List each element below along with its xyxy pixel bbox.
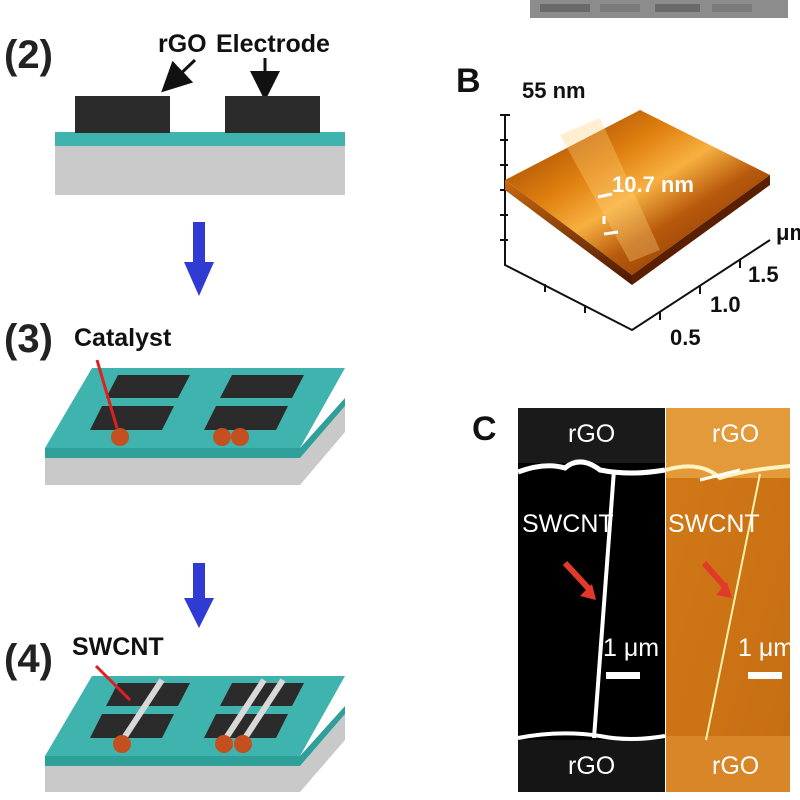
afm-scale-label: 1 μm [738,634,794,662]
swcnt-label: SWCNT [72,633,164,661]
afm-rgo-top-label: rGO [712,420,759,448]
catalyst-particle [234,735,252,753]
strip-segment [655,4,700,12]
afm-3d-plot [500,110,771,332]
scale-bar [748,672,782,679]
step-3-device [45,368,345,485]
afm-surface-side [505,180,632,285]
scale-bar [606,672,640,679]
sem-image [517,408,666,792]
oxide-side [45,398,345,458]
afm-image [665,408,791,792]
sem-rgo-top-label: rGO [568,420,615,448]
panel-c-label: C [472,410,497,448]
strip-segment [600,4,640,12]
substrate-side [45,406,345,485]
step-2-label: (2) [4,33,53,77]
rgo-bottom-region [666,736,790,792]
rgo-bottom-edge [517,731,666,741]
electrode-pad [220,375,304,398]
substrate [55,145,345,195]
electrode-pad [220,683,304,706]
strip-segment [712,4,752,12]
rgo-fold [699,468,741,482]
process-arrow-1 [184,222,214,296]
rgo-top-region [518,408,665,463]
step-2-cross-section [55,96,345,195]
rgo-top-edge [665,464,791,481]
swcnt-tube [121,678,165,740]
step-marker [603,230,619,236]
catalyst-label: Catalyst [74,324,172,352]
swcnt-pointer-line [94,664,132,702]
electrode-pad [106,683,190,706]
red-arrow [562,560,593,593]
red-arrowhead [580,584,596,600]
catalyst-particle [215,735,233,753]
afm-step-edge [560,118,660,262]
afm-tick-label: 1.5 [748,262,779,287]
swcnt-tube [223,678,267,740]
rgo-bottom-region [518,740,665,792]
catalyst-particle [213,428,231,446]
electrode-pad [204,406,288,430]
afm-step-height-label: 10.7 nm [612,172,694,197]
electrode-pad [90,406,174,430]
afm-surface [505,110,770,275]
afm-z-max-label: 55 nm [522,78,586,103]
substrate-side [45,714,345,792]
swcnt-strand [592,469,616,739]
process-arrow-2 [184,563,214,628]
afm-swcnt-label: SWCNT [668,510,760,538]
rgo-label: rGO [158,30,207,58]
afm-surface-side [632,175,770,285]
swcnt-tube [242,678,286,740]
sem-swcnt-label: SWCNT [522,510,614,538]
red-arrow [701,561,729,590]
catalyst-pointer-line [95,359,119,429]
afm-tick-label: 1.0 [710,292,741,317]
step-marker [597,192,613,199]
sem-scale-label: 1 μm [603,634,659,662]
rgo-electrode-left [75,96,170,133]
swcnt-strand [705,473,761,741]
rgo-electrode-right [225,96,320,133]
red-arrowhead [716,582,732,598]
afm-axis-unit: μm [776,220,800,245]
step-4-label: (4) [4,637,53,681]
catalyst-particle [111,428,129,446]
electrode-label: Electrode [216,30,330,58]
step-4-device [45,676,345,792]
panel-b-label: B [456,62,481,100]
step-3-label: (3) [4,317,53,361]
rgo-top-edge [517,459,666,476]
afm-rgo-bottom-label: rGO [712,752,759,780]
afm-tick-label: 0.5 [670,325,701,350]
catalyst-particle [113,735,131,753]
catalyst-particle [231,428,249,446]
electrode-pad [204,714,288,738]
sem-rgo-bottom-label: rGO [568,752,615,780]
rgo-pointer-arrow [161,58,197,93]
oxide-layer [55,132,345,146]
electrode-pad [106,375,190,398]
strip-segment [540,4,590,12]
oxide-side [45,706,345,766]
